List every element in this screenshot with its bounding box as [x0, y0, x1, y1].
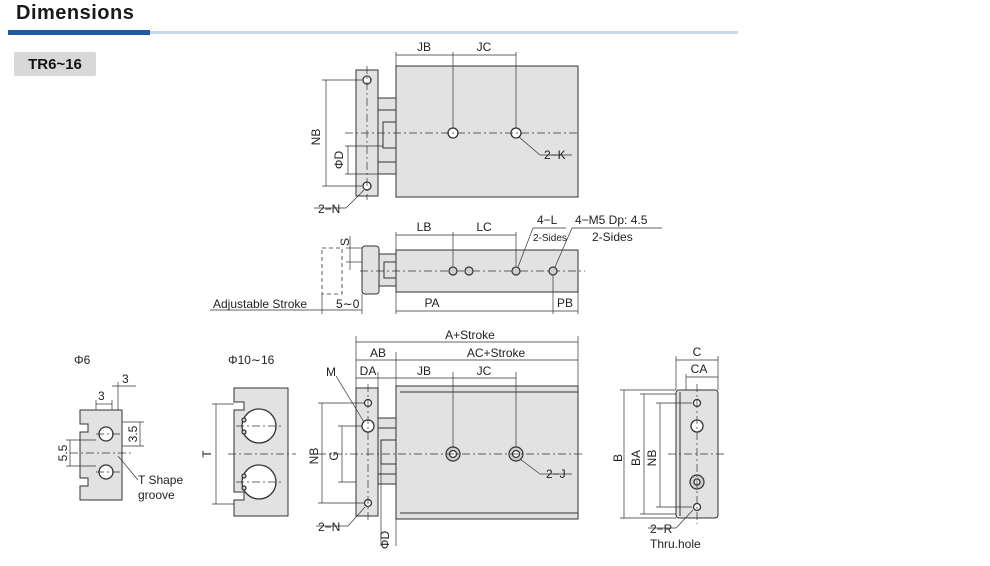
side-4l-label: 4−L — [537, 213, 558, 227]
side-2sides-small: 2-Sides — [533, 233, 567, 244]
side-view: LB LC S 4−L 2-Sides 4−M5 Dp: 4.5 2-Sides… — [210, 213, 662, 314]
stroke-envelope — [321, 247, 343, 295]
phi6-dim-35: 3.5 — [126, 425, 140, 442]
side-pa-label: PA — [424, 296, 439, 310]
top-jb-label: JB — [417, 40, 431, 54]
side-pb-label: PB — [557, 296, 573, 310]
phi10-t-label: T — [200, 450, 214, 458]
top-view: JB JC NB ΦD 2−K 2−N — [309, 40, 580, 216]
front-da-label: DA — [360, 364, 377, 378]
stroke-range-label: 5∼0 — [336, 297, 360, 311]
side-hole — [448, 266, 458, 276]
end-view: C CA B BA NB 2−R Thru.hole — [611, 345, 726, 551]
side-end-plate — [361, 245, 380, 295]
title-accent-bar — [8, 30, 150, 35]
front-2n-label: 2−N — [318, 520, 340, 534]
phi6-title: Φ6 — [74, 353, 91, 367]
side-4m5-label: 4−M5 Dp: 4.5 — [575, 213, 648, 227]
end-ca-label: CA — [691, 362, 708, 376]
page-title: Dimensions — [16, 2, 135, 24]
side-s-label: S — [338, 238, 352, 246]
front-jc-label: JC — [477, 364, 492, 378]
phi6-detail: Φ6 3 3 3.5 5.5 T Shape groove — [56, 353, 183, 502]
top-2n-label: 2−N — [318, 202, 340, 216]
side-hole — [548, 266, 558, 276]
end-nb-label: NB — [645, 450, 659, 467]
side-hole — [511, 266, 521, 276]
phi10-detail: Φ10∼16 T — [200, 353, 296, 517]
front-ac-stroke-label: AC+Stroke — [467, 346, 526, 360]
top-2k-label: 2−K — [544, 148, 566, 162]
end-b-label: B — [611, 454, 625, 462]
front-a-stroke-label: A+Stroke — [445, 328, 495, 342]
side-nut — [383, 261, 397, 279]
front-view: A+Stroke AB AC+Stroke DA JB JC M NB G 2−… — [307, 328, 582, 549]
thru-hole-label: Thru.hole — [650, 537, 701, 551]
side-lc-label: LC — [476, 220, 492, 234]
front-2j-label: 2−J — [546, 467, 566, 481]
front-nut — [380, 439, 397, 465]
top-nut — [382, 121, 398, 149]
end-ba-label: BA — [629, 450, 643, 466]
side-hole — [464, 266, 474, 276]
front-jb-label: JB — [417, 364, 431, 378]
model-badge: TR6~16 — [14, 52, 96, 76]
top-nb-label: NB — [309, 129, 323, 146]
groove-label: groove — [138, 488, 175, 502]
front-cylinder-body — [395, 385, 579, 520]
phi6-profile — [79, 409, 123, 501]
t-shape-label: T Shape — [138, 473, 183, 487]
end-c-label: C — [693, 345, 702, 359]
side-lb-label: LB — [417, 220, 432, 234]
front-phid-label: ΦD — [378, 531, 392, 550]
title-underline — [150, 31, 738, 34]
front-g-label: G — [327, 451, 341, 460]
front-end-plate — [355, 387, 379, 517]
front-nb-label: NB — [307, 448, 321, 465]
front-m-label: M — [326, 365, 336, 379]
top-cylinder-body — [395, 65, 579, 198]
phi6-dim-3a: 3 — [98, 389, 105, 403]
front-ab-label: AB — [370, 346, 386, 360]
top-phid-label: ΦD — [332, 151, 346, 170]
phi10-title: Φ10∼16 — [228, 353, 275, 367]
side-2sides-label: 2-Sides — [592, 230, 633, 244]
end-2r-label: 2−R — [650, 522, 673, 536]
top-jc-label: JC — [477, 40, 492, 54]
adjustable-stroke-label: Adjustable Stroke — [213, 297, 307, 311]
phi6-dim-3b: 3 — [122, 372, 129, 386]
phi6-dim-55: 5.5 — [56, 444, 70, 461]
